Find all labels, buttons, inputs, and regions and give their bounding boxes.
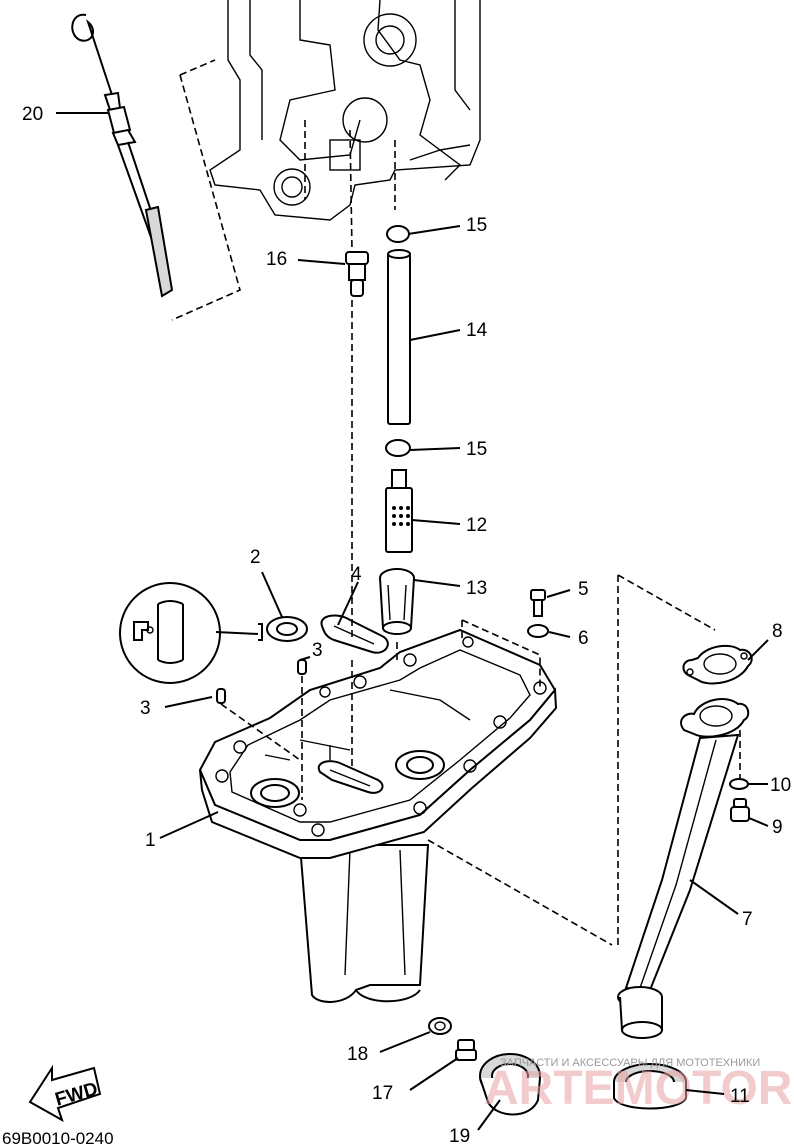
callout-11: 11 [730,1086,750,1107]
fwd-arrow-icon: FWD [28,1064,102,1123]
leader-lines [56,112,769,1131]
gasket-4 [320,614,389,654]
callout-4: 4 [351,564,362,585]
seal-11 [613,1063,687,1110]
washer-10 [729,778,749,790]
strainer-12 [385,469,413,553]
exhaust-pipe-7 [617,698,750,1039]
callout-labels: 20 16 15 14 15 12 13 4 2 5 6 8 3 3 10 9 … [22,104,791,1147]
plug-16 [345,251,369,297]
watermark-caption: ЗАПЧАСТИ И АКСЕССУАРЫ ДЛЯ МОТОТЕХНИКИ [500,1057,760,1069]
callout-3-lower: 3 [140,698,151,719]
callout-13: 13 [466,578,487,599]
callout-9: 9 [772,817,783,838]
seal-18 [428,1017,452,1035]
callout-5: 5 [578,579,589,600]
grommet-15-upper [386,225,410,243]
diagram-code: 69B0010-0240 [2,1129,114,1147]
callout-15-upper: 15 [466,215,487,236]
watermark-logo: ARTEMOTOR.RU [484,1062,794,1115]
callout-20: 20 [22,104,43,125]
callout-1: 1 [145,830,156,851]
callout-17: 17 [372,1083,393,1104]
dowel-pin-3-lower [216,688,226,704]
callout-19: 19 [449,1126,470,1147]
callout-12: 12 [466,515,487,536]
callout-2: 2 [250,547,261,568]
bolt-9 [730,798,750,822]
upper-casing-1 [198,628,558,1003]
callout-8: 8 [772,621,783,642]
callout-15-lower: 15 [466,439,487,460]
engine-block-reference [209,0,481,251]
gasket-8 [682,644,753,685]
dipstick [71,13,241,321]
seal-detail-view [119,582,263,684]
callout-16: 16 [266,249,287,270]
dowel-pin-3-upper [297,659,307,675]
watermark: ЗАПЧАСТИ И АКСЕССУАРЫ ДЛЯ МОТОТЕХНИКИ AR… [484,1057,794,1115]
grommet-15-lower [385,439,411,457]
callout-6: 6 [578,628,589,649]
oil-seal-2 [266,616,308,642]
bolt-5 [530,589,546,617]
plug-17 [455,1039,477,1061]
rubber-seal-13 [379,568,415,635]
callout-3-upper: 3 [312,640,323,661]
water-pipe-14 [387,249,411,425]
callout-10: 10 [770,775,791,796]
callout-18: 18 [347,1044,368,1065]
callout-14: 14 [466,320,488,341]
callout-7: 7 [742,909,753,930]
washer-6 [527,624,549,638]
